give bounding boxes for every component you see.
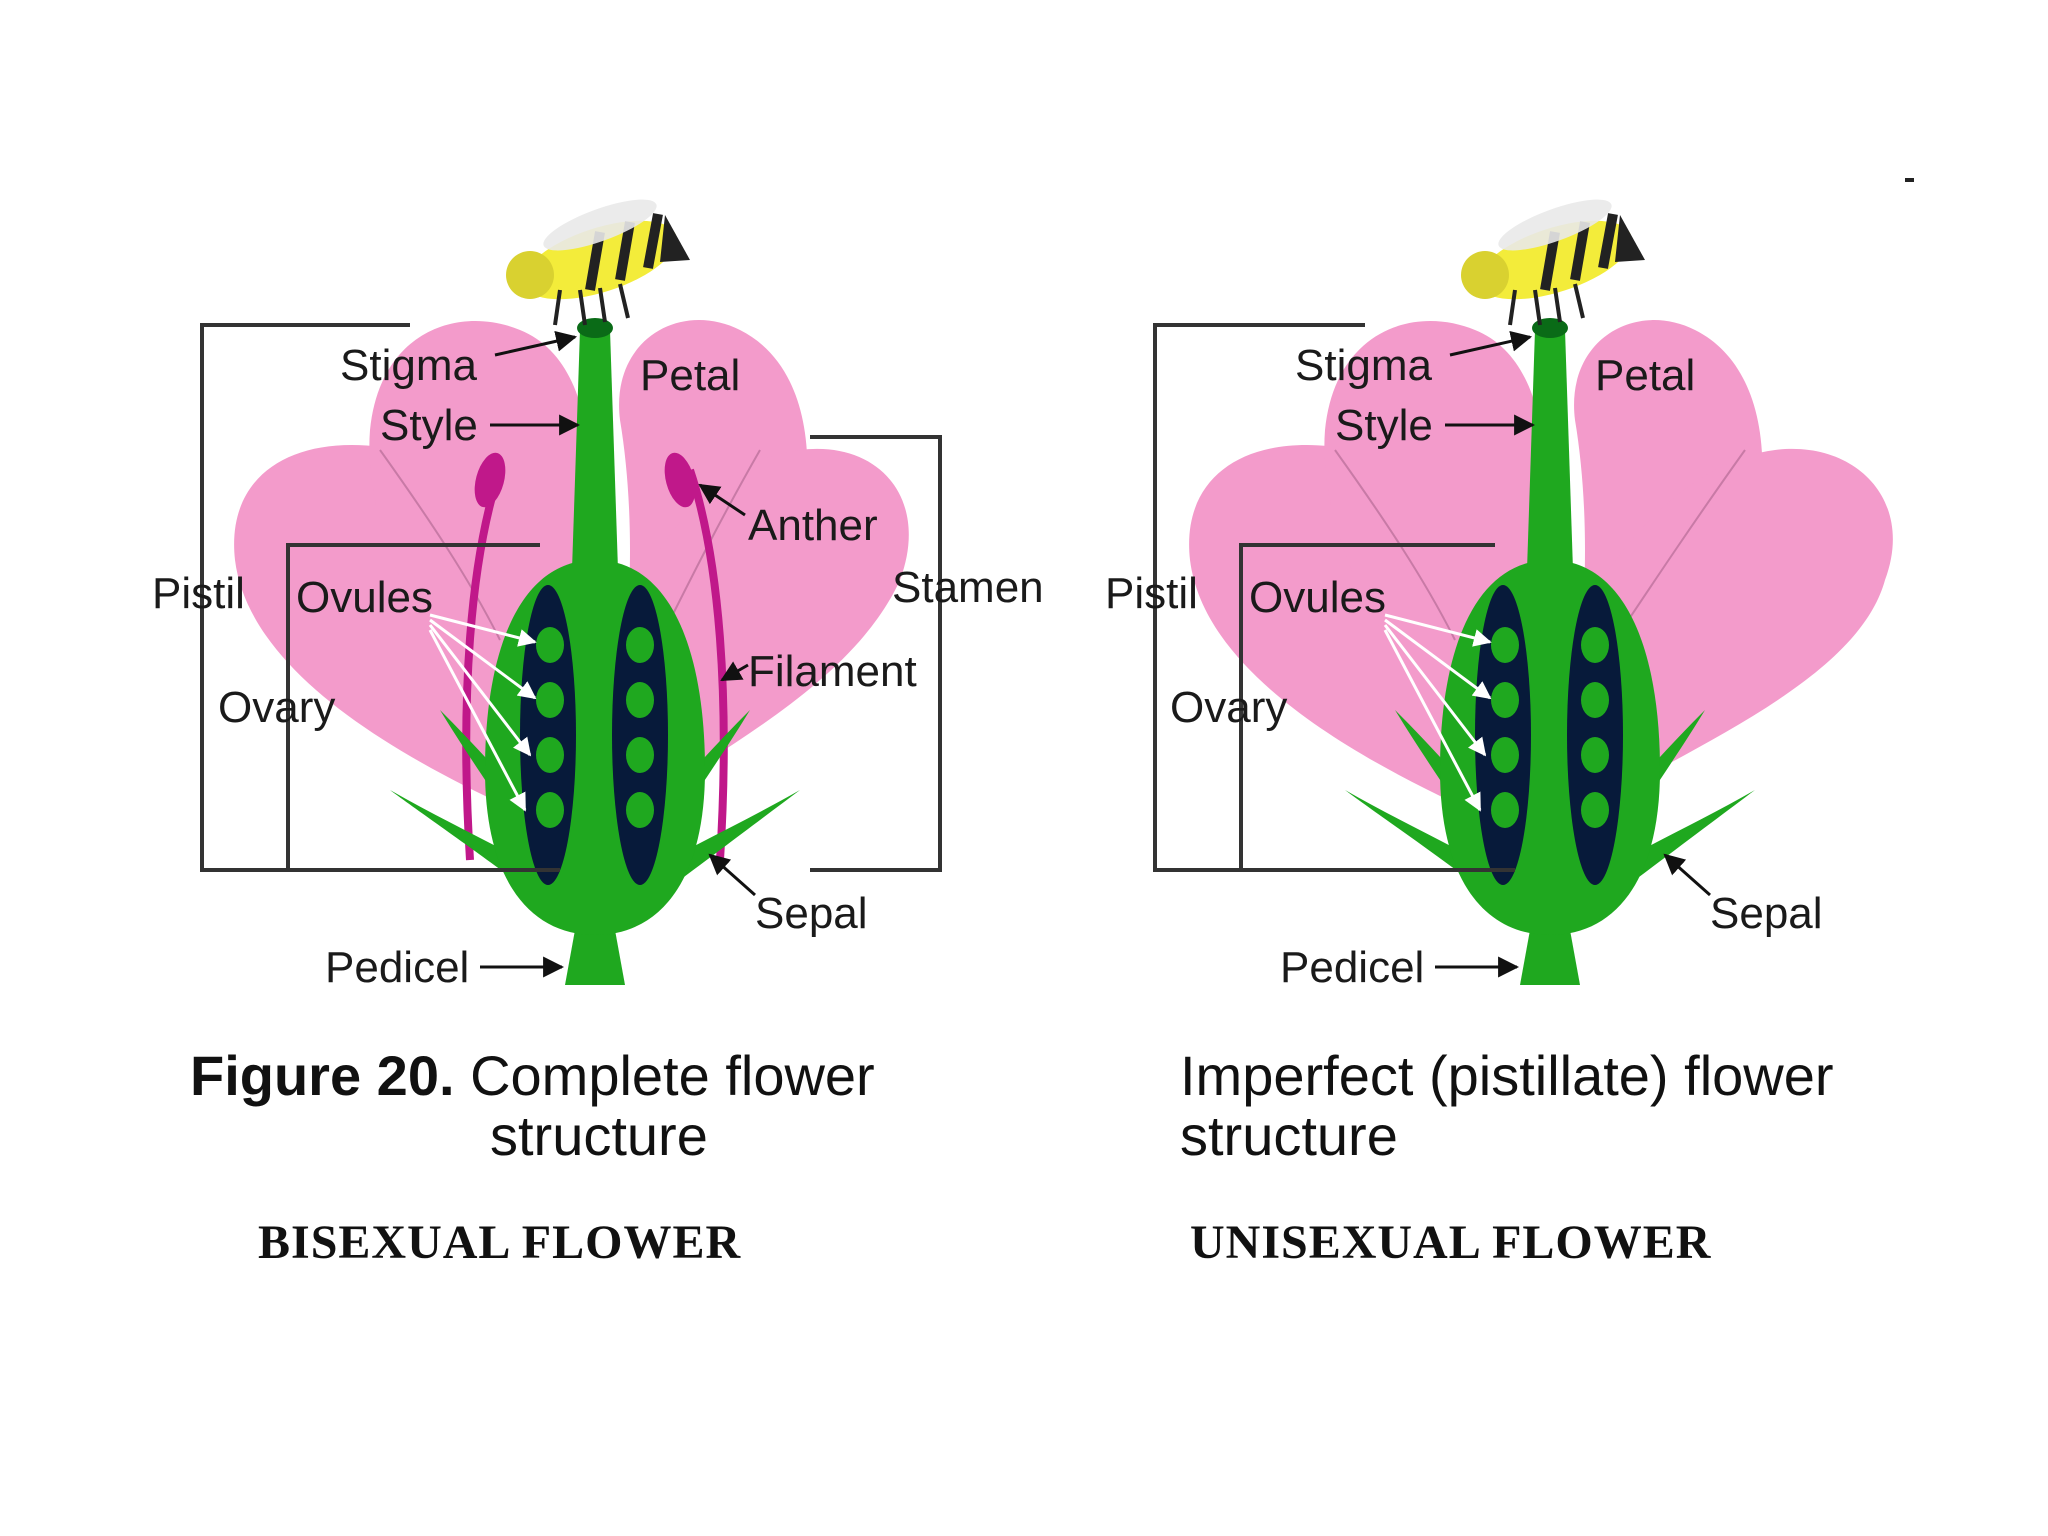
caption-unisexual-line2: structure [1180, 1104, 1398, 1167]
label-stigma: Stigma [340, 341, 477, 390]
stamen-bracket [810, 435, 942, 872]
filament-right [686, 468, 728, 861]
pedicel [565, 930, 625, 985]
caption-bisexual-text1: Complete flower [454, 1044, 875, 1107]
label-stamen: Stamen [892, 563, 1044, 612]
label-ovary: Ovary [218, 683, 335, 732]
bee-icon [1461, 199, 1645, 326]
brackets [200, 323, 942, 872]
unisexual-flower: Stigma Style Petal Pistil Ovules Ovary S… [1105, 199, 1893, 992]
label-style: Style [1335, 401, 1433, 450]
caption-unisexual-line1: Imperfect (pistillate) flower [1180, 1044, 1834, 1107]
anther-left [474, 452, 506, 508]
stamens [462, 452, 728, 861]
caption-bisexual-line1: Figure 20. Complete flower [190, 1046, 950, 1106]
leader-lines [480, 330, 756, 978]
label-pistil: Pistil [152, 569, 245, 618]
ovary [485, 560, 705, 935]
label-style: Style [380, 401, 478, 450]
label-petal: Petal [640, 351, 740, 400]
filament-left [462, 468, 504, 861]
bee-icon [506, 199, 690, 326]
label-pistil: Pistil [1105, 569, 1198, 618]
figure-number: Figure 20. [190, 1044, 455, 1107]
label-sepal: Sepal [1710, 889, 1823, 938]
brackets [1153, 323, 1515, 872]
label-ovules: Ovules [296, 573, 433, 622]
label-ovules: Ovules [1249, 573, 1386, 622]
label-sepal: Sepal [755, 889, 868, 938]
stray-dash [1905, 178, 1914, 182]
label-pedicel: Pedicel [1280, 943, 1424, 992]
footer-bisexual: BISEXUAL FLOWER [258, 1216, 742, 1269]
footer-unisexual: UNISEXUAL FLOWER [1190, 1216, 1712, 1269]
stigma [577, 318, 613, 338]
label-petal: Petal [1595, 351, 1695, 400]
label-stigma: Stigma [1295, 341, 1432, 390]
label-anther: Anther [748, 501, 878, 550]
pistil-bracket [200, 323, 560, 872]
style [572, 330, 618, 570]
label-filament: Filament [748, 647, 917, 696]
bisexual-flower: Stigma Style Petal Anther Pistil Ovules … [152, 199, 1044, 992]
ovule-pointers [1383, 613, 1492, 812]
label-pedicel: Pedicel [325, 943, 469, 992]
pistil [485, 318, 705, 985]
caption-unisexual: Imperfect (pistillate) flower structure [1180, 1046, 2000, 1166]
caption-bisexual-line2: structure [490, 1104, 708, 1167]
labels: Stigma Style Petal Pistil Ovules Ovary S… [1105, 341, 1823, 992]
caption-bisexual: Figure 20. Complete flower structure [190, 1046, 950, 1166]
pistil [1440, 318, 1660, 985]
label-ovary: Ovary [1170, 683, 1287, 732]
anther-right [664, 452, 696, 508]
ovary-bracket [286, 543, 540, 870]
ovule-pointers [428, 613, 537, 812]
leader-lines [1435, 330, 1711, 978]
labels: Stigma Style Petal Anther Pistil Ovules … [152, 341, 1044, 992]
